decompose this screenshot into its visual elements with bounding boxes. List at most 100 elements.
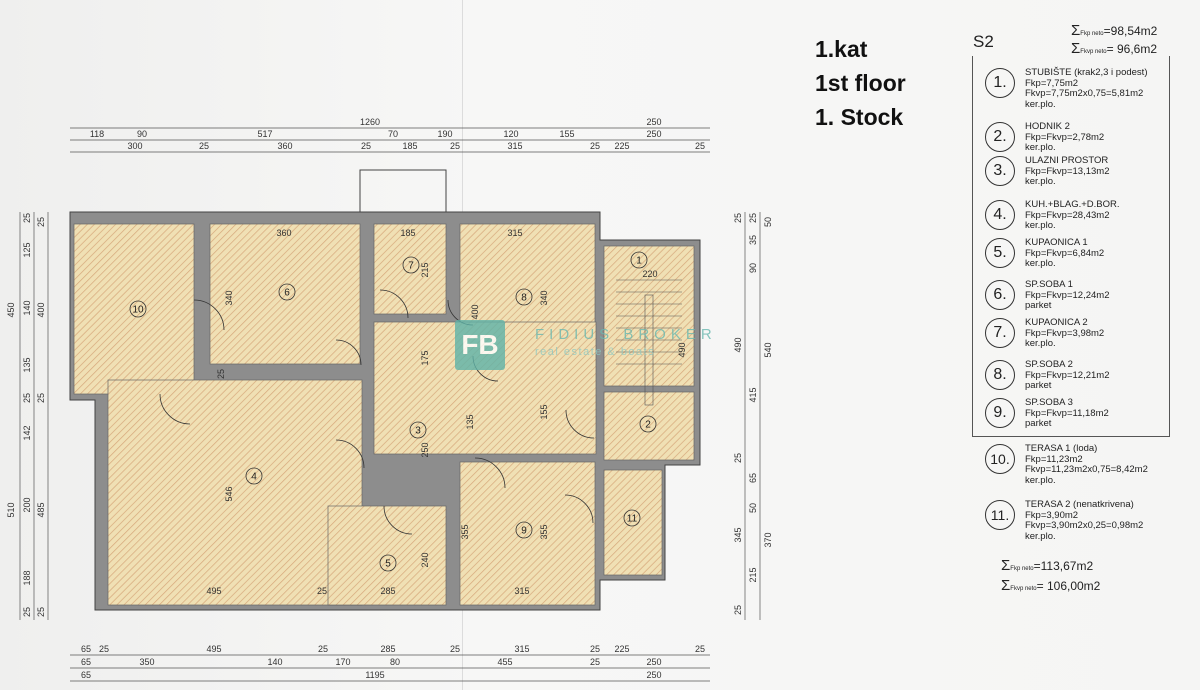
legend-item-line: parket [1025,300,1052,311]
room-7 [373,223,447,315]
room-number-circle [245,467,263,485]
room-number-circle [402,256,420,274]
legend-item-line: parket [1025,418,1052,429]
room-inner-dim: 135 [465,414,475,429]
legend-item-line: parket [1025,380,1052,391]
room-11 [603,469,663,576]
legend-item-line: Fkvp=11,23m2x0,75=8,42m2 [1025,464,1148,475]
bottom-dim-label: 250 [646,670,661,680]
left-dim-label: 125 [22,242,32,257]
bottom-dim-label: 65 [81,657,91,667]
right-dim-label: 415 [748,387,758,402]
watermark-tagline: real estate & boats [535,346,656,358]
top-dim-label: 25 [361,141,371,151]
bottom-dim-label: 25 [99,644,109,654]
left-dim-label: 188 [22,570,32,585]
room-inner-dim: 240 [420,552,430,567]
room-number-label: 4 [251,472,257,483]
bottom-dim-label: 170 [335,657,350,667]
left-dim-label: 25 [36,607,46,617]
legend-item-line: Fkvp=7,75m2x0,75=5,81m2 [1025,88,1144,99]
stairs [616,279,682,406]
top-dim-label: 25 [590,141,600,151]
bottom-dim-label: 350 [139,657,154,667]
legend-item-line: Fkp=Fkvp=2,78m2 [1025,131,1105,143]
room-number-label: 6 [284,288,290,299]
legend-item-line: KUH.+BLAG.+D.BOR. [1025,199,1120,210]
legend-box [972,56,1170,437]
right-dim-label: 25 [733,605,743,615]
right-dim-label: 35 [748,235,758,245]
room-inner-dim: 285 [380,586,395,596]
room-number-circle [515,288,533,306]
room-inner-dim: 340 [539,290,549,305]
bottom-dim-label: 65 [81,670,91,680]
room-inner-dim: 250 [420,442,430,457]
room-number-circle [623,509,641,527]
room-number-circle [515,521,533,539]
room-inner-dim: 25 [216,369,226,379]
legend-item-number: 9. [985,398,1015,428]
legend-item-line: Fkp=Fkvp=3,98m2 [1025,327,1105,339]
legend-item-line: Fkp=3,90m2 [1025,509,1079,521]
legend-bottom-total-2: ΣFkvp neto= 106,00m2 [1001,577,1101,594]
bottom-dim-label: 25 [590,644,600,654]
room-fills [73,223,695,606]
legend-item-number: 4. [985,200,1015,230]
room-number-circle [639,415,657,433]
top-dim-label: 315 [507,141,522,151]
left-dim-label: 510 [6,502,16,517]
legend-item-number: 5. [985,238,1015,268]
legend-section: S2 [973,32,994,51]
floor-title-hr: 1.kat [815,36,868,62]
room-inner-dim: 315 [507,228,522,238]
legend-item-line: SP.SOBA 3 [1025,397,1073,408]
legend-item-line: Fkvp=3,90m2x0,25=0,98m2 [1025,520,1144,531]
top-dim-label: 25 [450,141,460,151]
room-number-circle [129,300,147,318]
top-dim-label: 250 [646,129,661,139]
right-dim-label: 50 [763,217,773,227]
top-dim-label: 300 [127,141,142,151]
floor-title-de: 1. Stock [815,104,904,130]
top-dim-label: 225 [614,141,629,151]
right-dim-label: 540 [763,342,773,357]
legend-item-line: HODNIK 2 [1025,121,1070,132]
room-number-label: 7 [408,261,414,272]
left-dim-label: 25 [36,393,46,403]
bottom-dim-label: 25 [590,657,600,667]
left-dim-label: 400 [36,302,46,317]
room-inner-dim: 25 [317,586,327,596]
left-dim-label: 142 [22,425,32,440]
room-number-label: 2 [645,420,651,431]
legend-item-line: ker.plo. [1025,176,1056,187]
legend-item-line: ker.plo. [1025,530,1056,542]
right-dim-label: 25 [733,213,743,223]
bottom-dim-label: 80 [390,657,400,667]
room-inner-dim: 315 [514,586,529,596]
bottom-dim-label: 225 [614,644,629,654]
watermark-mark: FB [455,320,505,370]
legend-item-line: SP.SOBA 1 [1025,279,1073,290]
legend-top-total-1: ΣFkp neto=98,54m2 [1071,22,1158,39]
legend-item-line: KUPAONICA 1 [1025,237,1088,248]
bottom-dim-label: 285 [380,644,395,654]
legend-item-line: Fkp=Fkvp=12,24m2 [1025,289,1110,301]
legend-item-line: ker.plo. [1025,142,1056,153]
watermark-logo: FB FIDIUS BROKER real estate & boats [455,320,755,370]
legend-item-line: KUPAONICA 2 [1025,317,1088,328]
balcony-stub [359,169,447,215]
top-dim-label: 25 [695,141,705,151]
room-inner-dim: 355 [539,524,549,539]
legend-item-line: Fkp=Fkvp=13,13m2 [1025,165,1110,177]
right-dim-label: 25 [748,213,758,223]
right-dim-label: 490 [733,337,743,352]
